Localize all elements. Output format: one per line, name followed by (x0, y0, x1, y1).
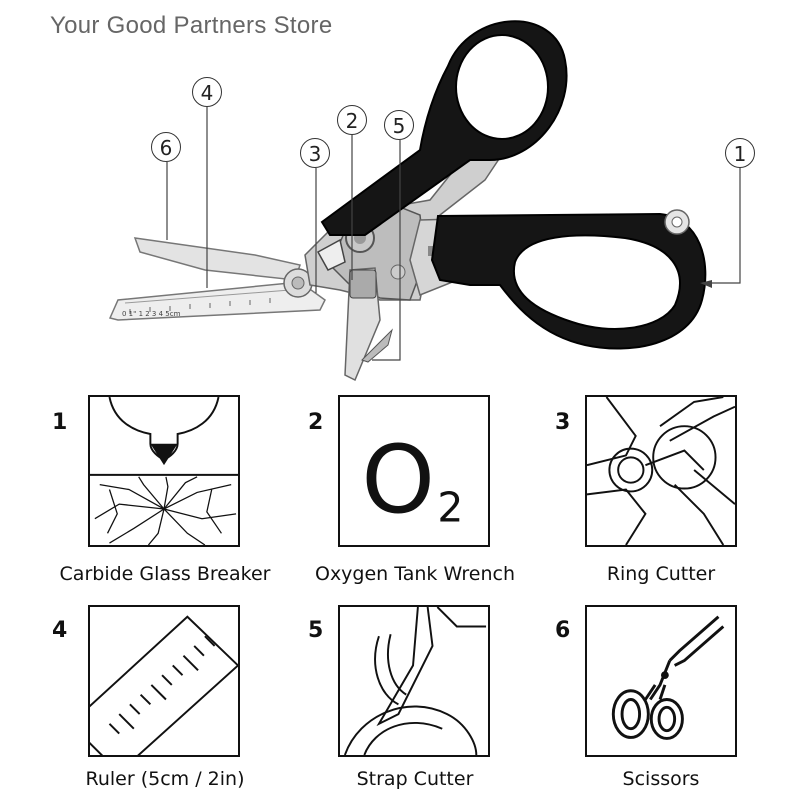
oxygen-letter-o: O (361, 426, 435, 535)
callout-1: 1 (725, 138, 755, 168)
feature-label-2: Oxygen Tank Wrench (314, 563, 515, 585)
callout-4: 4 (192, 77, 222, 107)
ring-cutter-icon (585, 395, 737, 547)
callout-6: 6 (151, 132, 181, 162)
ruler-icon (88, 605, 240, 757)
feature-number-2: 2 (308, 410, 324, 435)
oxygen-o2-icon: O 2 (338, 395, 490, 547)
callout-5: 5 (384, 110, 414, 140)
oxygen-subscript-2: 2 (437, 484, 463, 532)
feature-label-4: Ruler (5cm / 2in) (85, 768, 245, 790)
multitool-illustration: 0 1" 1 2 3 4 5cm (108, 20, 741, 382)
callout-3: 3 (300, 138, 330, 168)
feature-number-5: 5 (308, 618, 324, 643)
feature-label-1: Carbide Glass Breaker (59, 563, 271, 585)
feature-number-6: 6 (555, 618, 571, 643)
feature-label-6: Scissors (622, 768, 700, 790)
callout-2: 2 (337, 105, 367, 135)
store-watermark: Your Good Partners Store (50, 12, 333, 39)
scissors-icon (585, 605, 737, 757)
feature-label-3: Ring Cutter (606, 563, 716, 585)
feature-number-1: 1 (52, 410, 68, 435)
feature-label-5: Strap Cutter (356, 768, 474, 790)
ruler-marks: 0 1" 1 2 3 4 5cm (122, 310, 181, 318)
glass-breaker-icon (88, 395, 240, 547)
feature-number-3: 3 (555, 410, 571, 435)
strap-cutter-icon (338, 605, 490, 757)
feature-number-4: 4 (52, 618, 68, 643)
